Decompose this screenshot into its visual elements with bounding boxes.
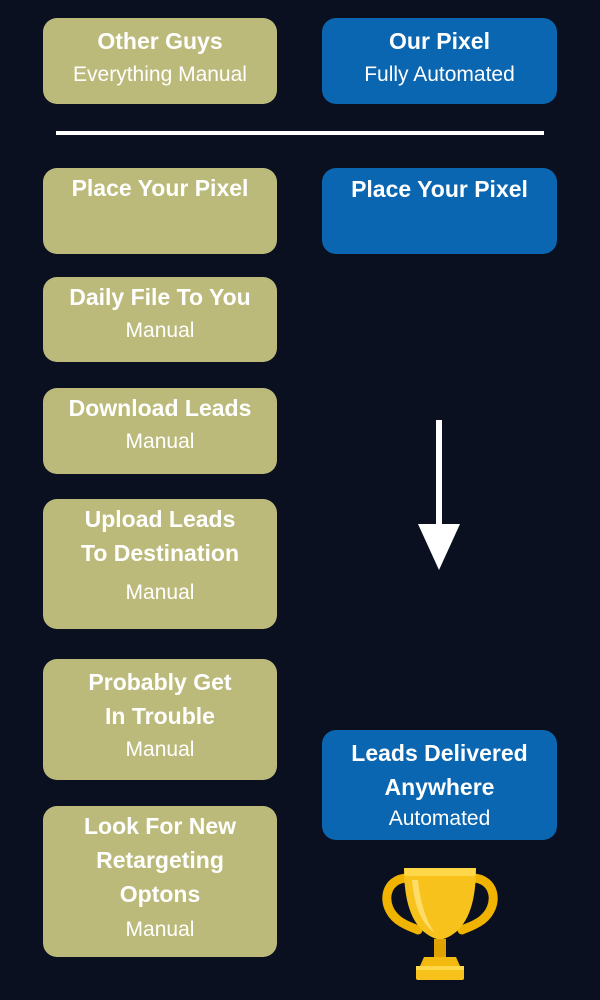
left-step-title: Upload Leads To Destination <box>80 506 239 566</box>
left-step-title: Daily File To You <box>69 284 251 310</box>
left-step-subtitle: Manual <box>125 319 195 342</box>
header-our-pixel-subtitle: Fully Automated <box>364 63 515 86</box>
left-step-title: Probably Get In Trouble <box>88 669 232 729</box>
left-step-retargeting: Look For New Retargeting Optons Manual <box>43 806 277 957</box>
right-step-leads-delivered: Leads Delivered Anywhere Automated <box>322 730 557 840</box>
left-step-title: Look For New Retargeting Optons <box>83 813 237 907</box>
right-step-title: Leads Delivered Anywhere <box>351 740 528 800</box>
header-other-guys-subtitle: Everything Manual <box>73 63 247 86</box>
left-step-title: Download Leads <box>68 395 252 421</box>
right-step-subtitle: Automated <box>388 807 491 830</box>
left-step-trouble: Probably Get In Trouble Manual <box>43 659 277 780</box>
left-step-subtitle: Manual <box>125 430 195 453</box>
left-step-subtitle: Manual <box>125 581 195 604</box>
right-step-title: Place Your Pixel <box>351 176 528 202</box>
left-step-subtitle: Manual <box>125 738 195 761</box>
header-our-pixel: Our Pixel Fully Automated <box>322 18 557 104</box>
left-step-download-leads: Download Leads Manual <box>43 388 277 474</box>
right-step-place-pixel: Place Your Pixel <box>322 168 557 254</box>
arrow-down-icon <box>418 420 460 570</box>
left-step-place-pixel: Place Your Pixel <box>43 168 277 254</box>
left-step-daily-file: Daily File To You Manual <box>43 277 277 362</box>
left-step-subtitle: Manual <box>125 918 195 941</box>
header-our-pixel-title: Our Pixel <box>389 28 490 54</box>
divider-line <box>56 131 544 135</box>
header-other-guys: Other Guys Everything Manual <box>43 18 277 104</box>
trophy-icon <box>382 868 498 980</box>
left-step-title: Place Your Pixel <box>71 175 249 201</box>
left-step-upload-leads: Upload Leads To Destination Manual <box>43 499 277 629</box>
header-other-guys-title: Other Guys <box>97 28 223 54</box>
